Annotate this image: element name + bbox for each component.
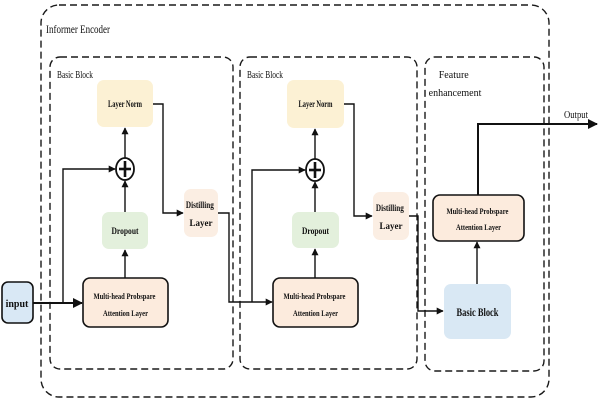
block-1-attention-layer xyxy=(82,277,169,328)
basic-block-1-container xyxy=(49,56,234,370)
block-1-distilling-label-line2: Layer xyxy=(190,218,213,228)
block-1-distilling-layer xyxy=(184,189,218,237)
basic-block-2-container xyxy=(239,56,418,370)
feature-enhancement-label-line2: enhancement xyxy=(429,88,482,99)
block-1-dropout xyxy=(102,212,148,249)
block-2-attention-label: Multi-head Probspare Attention Layer xyxy=(283,291,347,318)
block-1-residual-arrow xyxy=(62,165,116,303)
basic-block-2-label: Basic Block xyxy=(247,70,283,81)
block-2-norm-to-distilling-arrow xyxy=(344,103,373,220)
informer-encoder-container xyxy=(40,4,550,398)
block-1-distilling-label: Distilling Layer xyxy=(186,200,216,228)
block-1-distilling-label-line1: Distilling xyxy=(186,200,214,210)
distilling-1-to-attention-2-arrow xyxy=(218,212,273,306)
feature-attention-layer xyxy=(432,194,525,242)
feature-attention-label-line1: Multi-head Probspare xyxy=(446,206,508,216)
block-2-layer-norm xyxy=(287,80,344,128)
block-1-norm-to-distilling-arrow xyxy=(153,103,184,217)
feature-enhancement-label-line1: Feature xyxy=(439,70,470,81)
output-arrow xyxy=(477,119,598,195)
block-2-distilling-label-line2: Layer xyxy=(380,221,403,231)
basic-block-1-label: Basic Block xyxy=(57,70,93,81)
input-label: input xyxy=(6,299,29,310)
feature-basic-block-label: Basic Block xyxy=(457,307,499,319)
block-2-residual-arrow xyxy=(251,166,306,302)
block-2-distilling-label-line1: Distilling xyxy=(376,203,404,213)
block-2-distilling-label: Distilling Layer xyxy=(376,203,406,231)
block-2-attention-label-line1: Multi-head Probspare xyxy=(283,291,345,301)
block-2-layer-norm-label: Layer Norm xyxy=(299,100,333,110)
block-1-attention-label: Multi-head Probspare Attention Layer xyxy=(93,291,157,318)
feature-attention-label: Multi-head Probspare Attention Layer xyxy=(446,206,510,232)
feature-basic-block xyxy=(444,284,511,339)
block-1-layer-norm-label: Layer Norm xyxy=(108,100,142,110)
block-1-layer-norm xyxy=(97,80,153,127)
block-2-dropout-label: Dropout xyxy=(302,227,330,237)
distilling-2-to-basic-block-arrow xyxy=(409,215,444,315)
informer-encoder-title: Informer Encoder xyxy=(46,22,110,36)
block-2-add-icon xyxy=(305,158,325,182)
block-1-add-icon xyxy=(115,157,135,181)
feature-attention-label-line2: Attention Layer xyxy=(456,222,501,232)
output-label: Output xyxy=(564,110,588,121)
block-1-attention-label-line1: Multi-head Probspare xyxy=(93,291,155,301)
block-2-distilling-layer xyxy=(373,192,409,240)
block-2-attention-layer xyxy=(272,277,359,328)
block-2-dropout xyxy=(292,212,339,248)
feature-enhancement-container xyxy=(424,56,545,372)
block-1-dropout-label: Dropout xyxy=(112,227,140,237)
feature-enhancement-label: Feature enhancement xyxy=(429,70,482,99)
block-1-attention-label-line2: Attention Layer xyxy=(103,308,148,318)
block-2-attention-label-line2: Attention Layer xyxy=(293,308,338,318)
